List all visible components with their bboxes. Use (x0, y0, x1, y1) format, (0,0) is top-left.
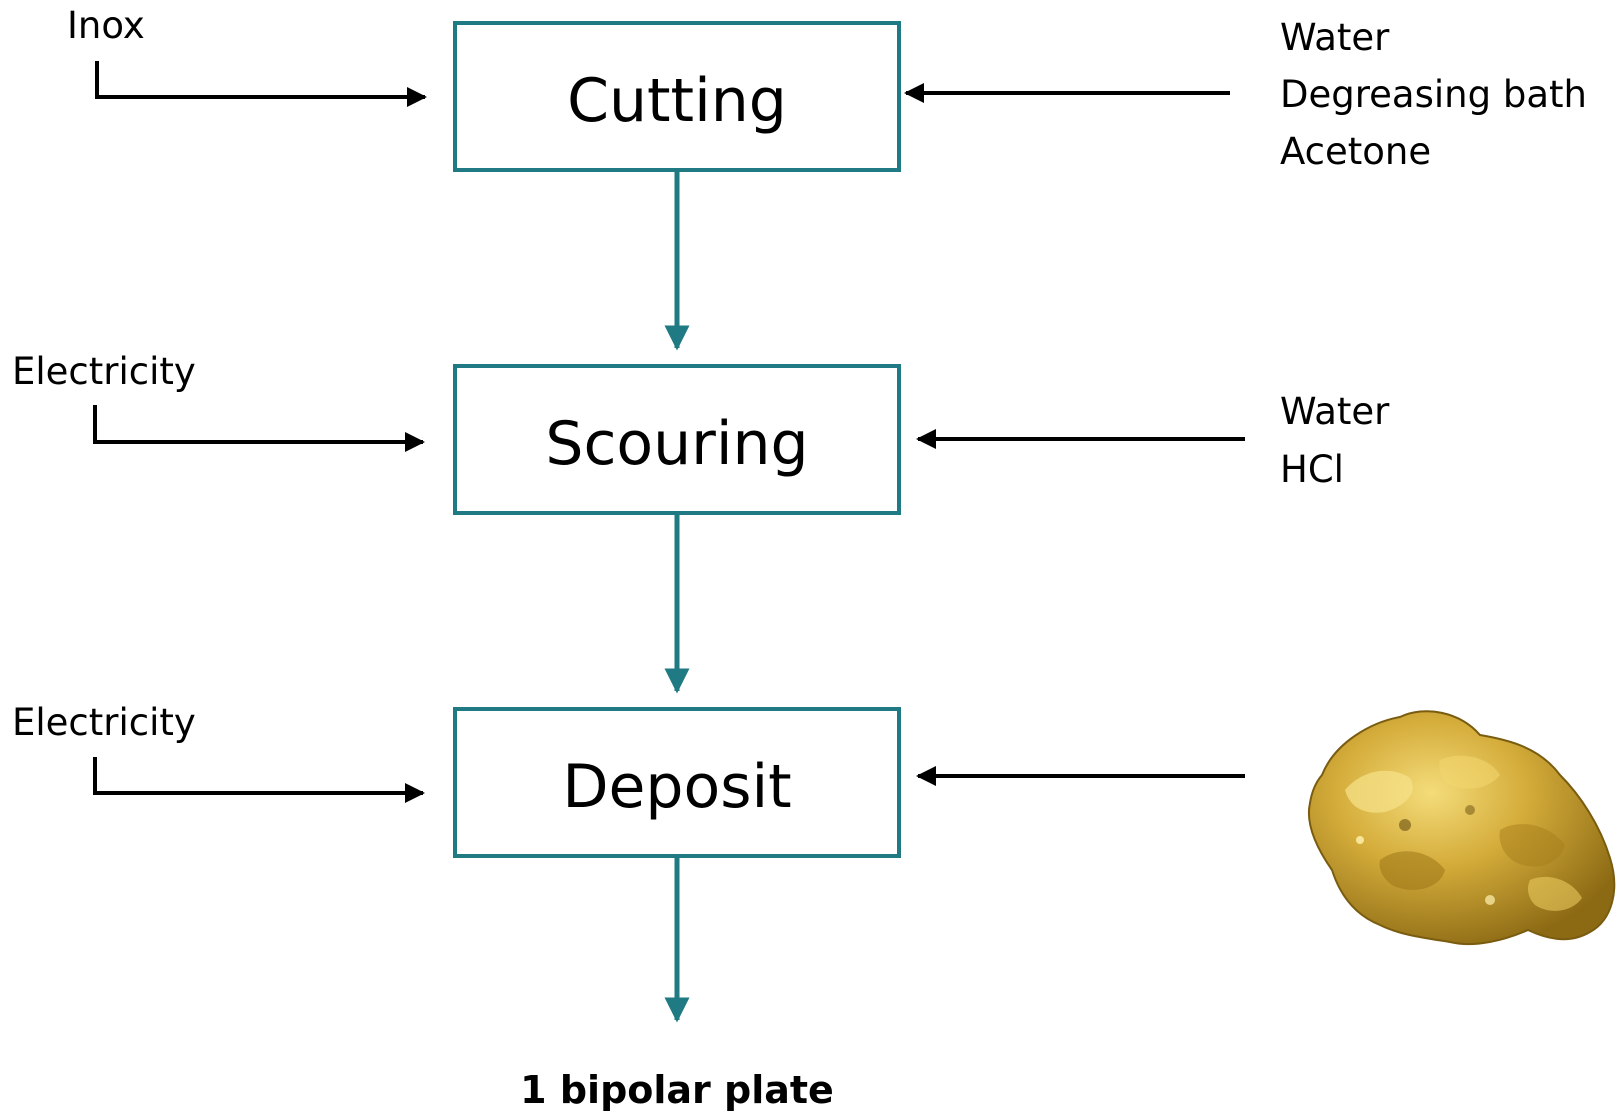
deposit-box (453, 707, 901, 858)
cutting-left-input-arrow (95, 61, 427, 107)
cutting-right-input-acetone: Acetone (1280, 130, 1431, 173)
step-scouring: Scouring (453, 364, 901, 515)
cutting-label: Cutting (567, 66, 787, 136)
deposit-left-input-arrow (93, 757, 425, 803)
scouring-right-input-water: Water (1280, 390, 1390, 433)
output-label: 1 bipolar plate (520, 1068, 834, 1112)
cutting-right-input-degreasing-bath: Degreasing bath (1280, 73, 1587, 116)
scouring-label: Scouring (545, 409, 808, 479)
deposit-label: Deposit (562, 752, 791, 822)
cutting-right-input-water: Water (1280, 16, 1390, 59)
cutting-box (453, 21, 901, 172)
scouring-left-input-label: Electricity (12, 350, 196, 393)
step-deposit: Deposit (453, 707, 901, 858)
scouring-left-input-arrow (93, 405, 425, 452)
gold-nugget-icon (1307, 710, 1616, 946)
scouring-box (453, 364, 901, 515)
cutting-left-input-label: Inox (67, 4, 145, 47)
deposit-left-input-label: Electricity (12, 701, 196, 744)
scouring-right-input-hcl: HCl (1280, 448, 1344, 491)
step-cutting: Cutting (453, 21, 901, 172)
